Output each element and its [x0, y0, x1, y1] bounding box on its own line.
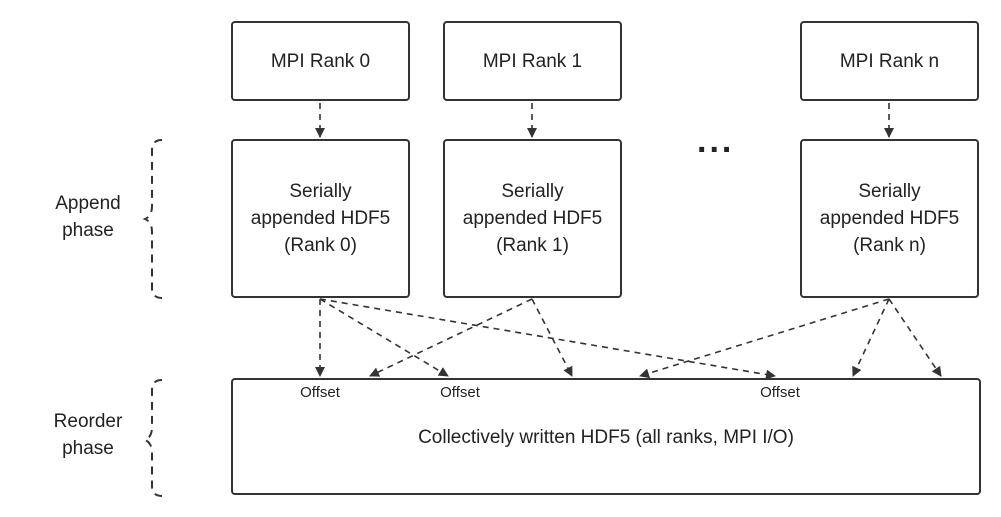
- hdf5-rank-n-text: Serially appended HDF5 (Rank n): [819, 181, 960, 256]
- offset-label-1: Offset: [300, 384, 340, 401]
- mpi-rank-1-box: MPI Rank 1: [443, 21, 622, 101]
- arrow-hdf0-offset3: [319, 298, 776, 380]
- arrow-hdfn-left: [639, 298, 890, 379]
- mpi-rank-n-box: MPI Rank n: [800, 21, 979, 101]
- mpi-rank-0-label: MPI Rank 0: [270, 50, 371, 72]
- reorder-phase-label: Reorder phase: [53, 411, 123, 459]
- hdf5-rank-1-box: Serially appended HDF5 (Rank 1): [443, 139, 622, 298]
- arrow-hdfn-right: [888, 298, 942, 377]
- hdf5-rank-1-text: Serially appended HDF5 (Rank 1): [462, 181, 603, 256]
- collective-hdf5-text: Collectively written HDF5 (all ranks, MP…: [418, 427, 794, 448]
- hdf5-rank-0-text: Serially appended HDF5 (Rank 0): [250, 181, 391, 256]
- hdf5-rank-n-box: Serially appended HDF5 (Rank n): [800, 139, 979, 298]
- hdf5-rank-0-box: Serially appended HDF5 (Rank 0): [231, 139, 410, 298]
- collective-hdf5-box: Collectively written HDF5 (all ranks, MP…: [231, 378, 981, 495]
- arrow-hdf1-left: [369, 298, 533, 377]
- arrow-hdfn-mid: [852, 298, 890, 377]
- mpi-rank-n-label: MPI Rank n: [839, 50, 940, 72]
- arrow-hdf1-right: [531, 298, 573, 377]
- mpi-rank-0-box: MPI Rank 0: [231, 21, 410, 101]
- mpi-rank-1-label: MPI Rank 1: [482, 50, 583, 72]
- append-phase-label: Append phase: [55, 193, 121, 241]
- offset-label-3: Offset: [760, 384, 800, 401]
- arrow-hdf0-offset2: [319, 298, 449, 377]
- offset-label-2: Offset: [440, 384, 480, 401]
- ellipsis: ...: [697, 122, 735, 160]
